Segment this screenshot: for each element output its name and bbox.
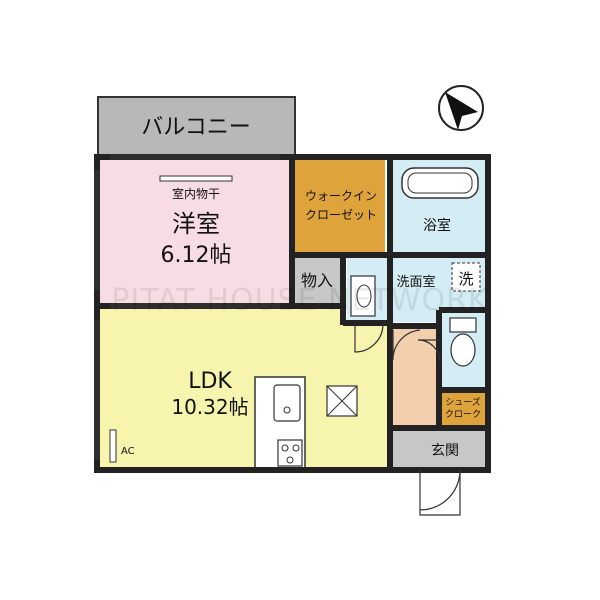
shoe-closet-area [442, 392, 485, 426]
compass-north-icon [438, 85, 484, 131]
wic-label-line2: クローゼット [305, 208, 377, 222]
washer-label: 洗 [458, 270, 473, 288]
bathtub-icon [401, 167, 479, 199]
shoe-closet-line1: シューズ [445, 396, 481, 408]
drying-room-label: 室内物干 [172, 186, 220, 201]
watermark: PITAT HOUSE NETWORK [111, 283, 488, 318]
hallway-area [393, 326, 438, 426]
storage-area [293, 256, 341, 306]
ac-label: AC [121, 446, 135, 457]
doors [354, 323, 461, 516]
windows [94, 154, 280, 460]
ldk-label: LDK [188, 369, 232, 394]
toilet-icon [449, 317, 477, 367]
storage-label: 物入 [301, 271, 333, 290]
washing-machine-space [451, 262, 481, 292]
walk-in-closet-area [293, 160, 385, 254]
entrance-label: 玄関 [431, 442, 459, 459]
bedroom-label: 洋室 [172, 210, 220, 238]
walls [94, 154, 491, 473]
entrance-area [393, 428, 485, 470]
bedroom-size: 6.12帖 [161, 243, 232, 268]
washroom-label: 洗面室 [396, 274, 435, 290]
ldk-size: 10.32帖 [171, 395, 248, 419]
washbasin-icon [350, 275, 376, 317]
bedroom-area [100, 160, 292, 305]
wic-label-line1: ウォークイン [305, 189, 377, 203]
drying-rail [159, 175, 233, 182]
ldk-area [100, 306, 390, 470]
air-conditioner [109, 429, 117, 463]
balcony-label: バルコニー [141, 115, 251, 140]
balcony-area [97, 96, 296, 158]
ceiling-vent-icon [326, 385, 358, 417]
stove-icon [277, 439, 303, 467]
bath-label: 浴室 [423, 217, 451, 234]
shoe-closet-line2: クローク [445, 409, 481, 420]
sink-icon [273, 384, 301, 422]
kitchen-counter [254, 376, 306, 471]
